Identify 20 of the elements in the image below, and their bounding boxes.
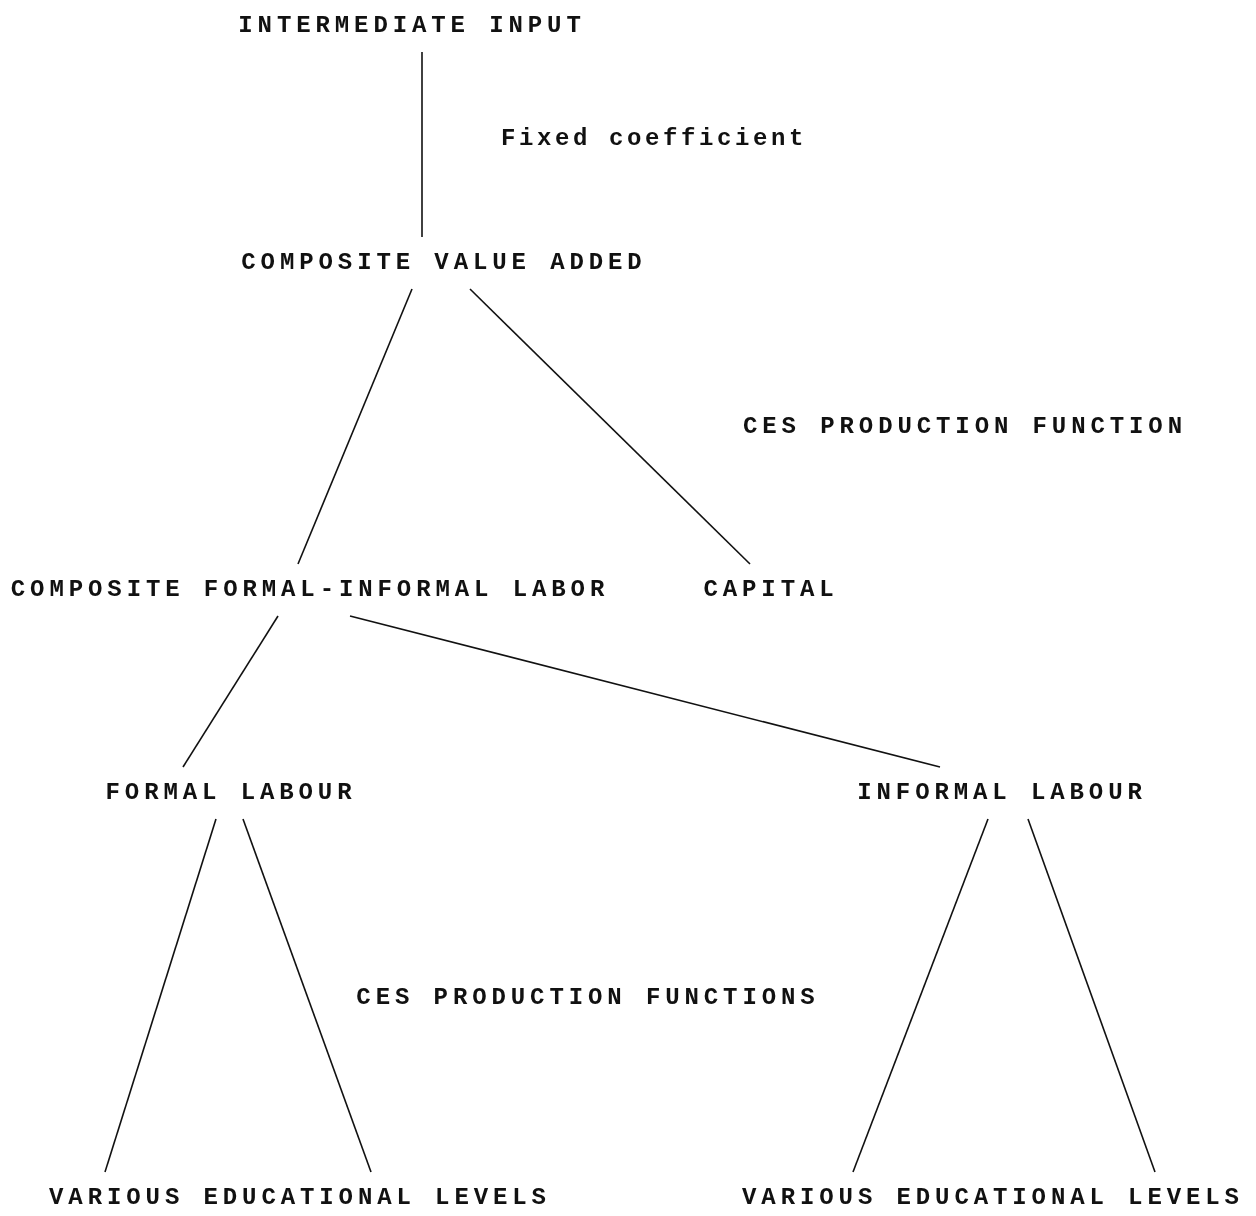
annotation-text: CES PRODUCTION FUNCTIONS: [356, 984, 820, 1012]
node-label: COMPOSITE FORMAL-INFORMAL LABOR: [8, 564, 612, 616]
connector-line: [1027, 818, 1156, 1173]
node-label: INFORMAL LABOUR: [855, 767, 1149, 819]
node-label: FORMAL LABOUR: [103, 767, 359, 819]
connector-line: [469, 288, 751, 565]
node-label: COMPOSITE VALUE ADDED: [239, 237, 649, 289]
node-label: VARIOUS EDUCATIONAL LEVELS: [47, 1172, 553, 1216]
annotation-text: Fixed coefficient: [501, 125, 807, 153]
node-label: CAPITAL: [701, 564, 841, 616]
node-label: VARIOUS EDUCATIONAL LEVELS: [740, 1172, 1246, 1216]
connector-line: [182, 615, 279, 768]
annotation-text: CES PRODUCTION FUNCTION: [743, 413, 1187, 441]
connector-line: [242, 818, 372, 1173]
connector-line: [297, 288, 413, 565]
node-label: INTERMEDIATE INPUT: [236, 0, 588, 52]
connector-line: [421, 51, 423, 238]
connector-line: [104, 818, 217, 1173]
connector-line: [852, 818, 989, 1173]
connector-line: [349, 615, 941, 768]
